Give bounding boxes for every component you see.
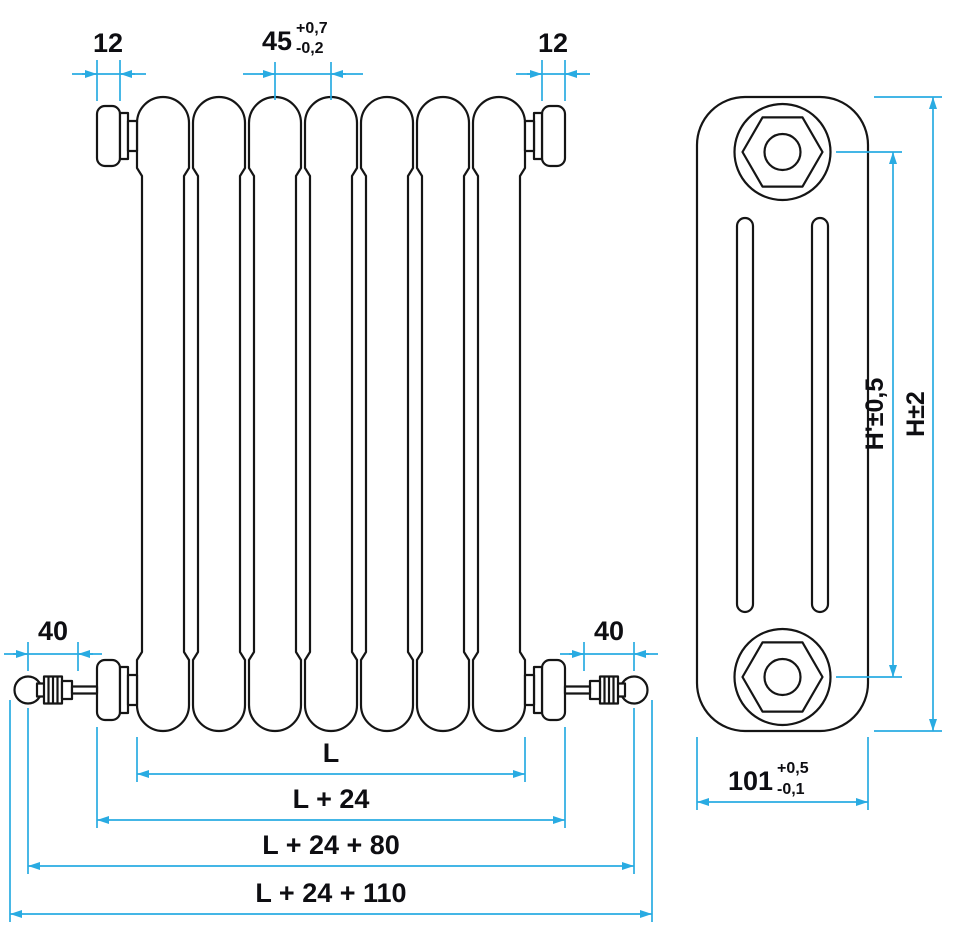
radiator-section — [471, 95, 527, 733]
dim-depth-101 — [696, 737, 869, 810]
boss-inner-circle — [763, 657, 802, 697]
dim-plug-12-right — [516, 60, 590, 101]
dim-label-plug-right: 12 — [538, 28, 568, 58]
plug-top-left — [95, 104, 139, 168]
bottom-connection-boss — [733, 627, 832, 727]
dim-height-axes — [836, 151, 902, 678]
dim-length-L — [136, 737, 526, 782]
dim-pitch-45 — [243, 62, 363, 100]
plug-top-right — [523, 104, 567, 168]
dim-height-overall — [874, 96, 942, 732]
radiator-section — [359, 95, 415, 733]
dim-label-height-axes: H'±0,5 — [861, 378, 889, 451]
side-groove-left — [735, 216, 755, 614]
dim-label-depth-tol-plus: +0,5 — [777, 760, 809, 777]
dim-label-pitch-tol-minus: -0,2 — [296, 40, 324, 57]
dim-label-height-overall: H±2 — [902, 391, 930, 437]
dim-plug-12-left — [72, 60, 146, 101]
dim-label-length-valves: L + 24 + 80 — [262, 830, 400, 860]
dim-label-length-total: L + 24 + 110 — [255, 878, 406, 908]
boss-inner-circle — [763, 132, 802, 172]
dim-valve-40-right — [560, 642, 658, 671]
dim-label-pitch-tol-plus: +0,7 — [296, 20, 328, 37]
radiator-section — [247, 95, 303, 733]
dim-label-length: L — [323, 738, 340, 768]
dimension-annotations — [4, 60, 942, 922]
dim-label-plug-left: 12 — [93, 28, 123, 58]
side-view — [695, 95, 870, 733]
radiator-section — [191, 95, 247, 733]
dimension-labels: 45 +0,7 -0,2 12 12 40 40 L L + 24 L + 24… — [38, 20, 930, 908]
dim-valve-40-left — [4, 642, 102, 671]
plug-bottom-left — [95, 658, 139, 722]
dim-label-valve-right: 40 — [594, 616, 624, 646]
radiator-section — [303, 95, 359, 733]
dim-length-L24-80 — [27, 708, 635, 874]
valve-bottom-right — [563, 675, 649, 705]
side-groove-right — [810, 216, 830, 614]
plug-bottom-right — [523, 658, 567, 722]
dim-label-depth: 101 — [728, 766, 773, 796]
valve-bottom-left — [13, 675, 99, 705]
dim-label-depth-tol-minus: -0,1 — [777, 781, 805, 798]
radiator-section — [415, 95, 471, 733]
dim-label-length-plugs: L + 24 — [293, 784, 370, 814]
front-view — [13, 95, 649, 733]
radiator-section — [135, 95, 191, 733]
dim-length-L24 — [96, 727, 566, 828]
dim-label-valve-left: 40 — [38, 616, 68, 646]
dim-label-pitch: 45 — [262, 26, 292, 56]
dim-length-L24-110 — [9, 700, 653, 922]
radiator-sections — [135, 95, 527, 733]
top-connection-boss — [733, 102, 832, 202]
